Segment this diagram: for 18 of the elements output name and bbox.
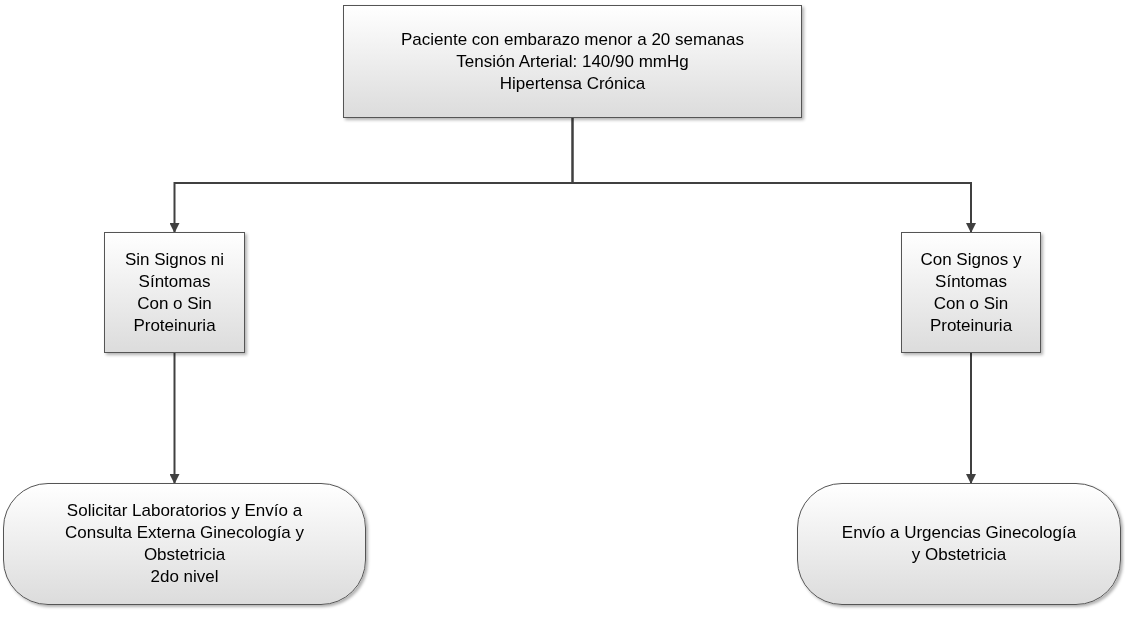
process-box [901,232,1041,353]
node-text: Solicitar Laboratorios y Envío a Consulta Externa Ginecología y Obstetricia [63,500,306,566]
node-text: Con o Sin Proteinuria [132,292,217,337]
arrow [966,352,976,484]
node-text: Con Signos y Síntomas [919,248,1023,293]
process-box [104,232,245,353]
arrow [571,117,976,233]
node-text: Tensión Arterial: 140/90 mmHg [456,50,689,73]
node-text: Paciente con embarazo menor a 20 semanas [401,28,744,51]
node-text: Sin Signos ni Síntomas [123,248,226,293]
process-box [343,5,802,118]
arrow [169,352,180,484]
node-text: 2do nivel [150,566,219,588]
node-text: Hipertensa Crónica [499,72,646,95]
terminal-box [797,483,1121,605]
node-text: Envío a Urgencias Ginecología y Obstetricia [840,522,1078,566]
terminal-box [3,483,366,605]
node-text: Con o Sin Proteinuria [928,292,1014,337]
